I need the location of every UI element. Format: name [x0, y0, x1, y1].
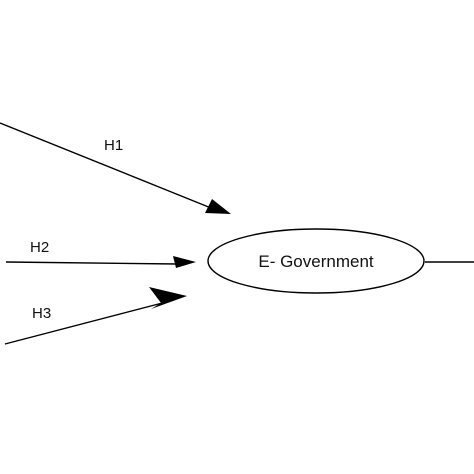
edge-h3: H3: [4, 287, 187, 345]
node-e-government-label: E- Government: [258, 252, 374, 271]
edge-h3-label: H3: [32, 305, 51, 322]
edge-h1: H1: [0, 122, 231, 214]
edge-h1-line: [0, 122, 217, 211]
edge-h1-label: H1: [104, 137, 123, 154]
edge-h3-line: [4, 300, 171, 345]
edge-h2-label: H2: [30, 239, 49, 256]
node-e-government-ellipse: [207, 228, 425, 294]
edge-h2-line: [5, 261, 179, 265]
edge-h3-arrowhead: [149, 287, 187, 309]
edge-h2: H2: [5, 239, 196, 268]
node-e-government: E- Government: [207, 228, 425, 294]
edge-h1-arrowhead: [205, 199, 231, 214]
edge-h2-arrowhead: [173, 256, 196, 268]
